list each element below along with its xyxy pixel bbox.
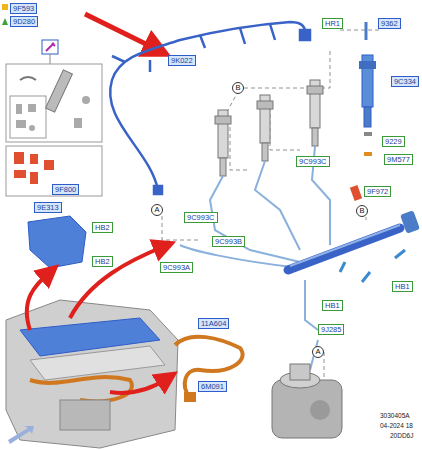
callout-number: A	[154, 205, 159, 214]
callout-box: HB1	[392, 281, 413, 292]
marker-triangle	[2, 18, 8, 25]
callout-box: 9J285	[318, 324, 344, 335]
callout-number: HB1	[325, 301, 340, 310]
assembly-line	[162, 30, 380, 400]
callout-box: 9M577	[384, 154, 413, 165]
marker-square	[2, 4, 8, 10]
drawing-code: 20DD6J	[390, 432, 413, 440]
callout-box: 9E313	[34, 202, 62, 213]
reference-circle: B	[356, 205, 368, 217]
tool-icon	[42, 40, 58, 54]
callout-number: B	[235, 83, 240, 92]
drawing-code: 3030405A	[380, 412, 410, 420]
callout-number: HB1	[395, 282, 410, 291]
fuel-rail	[288, 185, 420, 282]
callout-number: HB2	[95, 223, 110, 232]
callout-number: 9E313	[37, 203, 59, 212]
reference-circle: A	[312, 346, 324, 358]
callout-box: 9F593	[10, 3, 37, 14]
callout-number: 9C993C	[187, 213, 215, 222]
callout-number: 9D280	[13, 17, 35, 26]
callout-box: 6M091	[198, 381, 227, 392]
callout-number: 9C993A	[163, 263, 190, 272]
callout-box: 9F972	[364, 186, 391, 197]
callout-number: A	[315, 347, 320, 356]
glow-harness	[184, 392, 196, 402]
callout-number: 9C993B	[215, 237, 242, 246]
pointer-arrow	[85, 14, 158, 50]
callout-box: 11A604	[198, 318, 229, 329]
engine	[6, 300, 178, 448]
callout-number: 9C993C	[299, 157, 327, 166]
callout-number: 9F593	[13, 4, 34, 13]
callout-number: 9229	[385, 137, 402, 146]
callout-box: 9C334	[391, 76, 419, 87]
callout-box: 9C993A	[160, 262, 193, 273]
callout-box: HB1	[322, 300, 343, 311]
reference-circle: B	[232, 82, 244, 94]
callout-box: HB2	[92, 256, 113, 267]
bracket	[28, 216, 86, 268]
reference-circle: A	[151, 204, 163, 216]
callout-box: 9F800	[52, 184, 79, 195]
callout-box: HR1	[322, 18, 343, 29]
drawing-code: 04-2024 18	[380, 422, 413, 430]
kit-panel	[6, 54, 102, 142]
callout-box: 9229	[382, 136, 405, 147]
glow-harness	[175, 337, 243, 398]
callout-number: 9F972	[367, 187, 388, 196]
callout-number: 9J285	[321, 325, 341, 334]
callout-box: 9D280	[10, 16, 38, 27]
callout-box: 9K022	[168, 55, 196, 66]
callout-number: 9362	[381, 19, 398, 28]
callout-number: B	[359, 206, 364, 215]
tool-icon	[46, 43, 55, 51]
callout-number: 9K022	[171, 56, 193, 65]
callout-number: 11A604	[201, 319, 226, 328]
seal-kit	[6, 146, 102, 196]
callout-box: 9C993C	[296, 156, 330, 167]
high-pressure-pump	[272, 364, 342, 438]
callout-number: 9C334	[394, 77, 416, 86]
callout-number: 9F800	[55, 185, 76, 194]
callout-number: HB2	[95, 257, 110, 266]
callout-box: 9C993C	[184, 212, 218, 223]
callout-box: 9C993B	[212, 236, 245, 247]
callout-box: HB2	[92, 222, 113, 233]
callout-number: 9M577	[387, 155, 410, 164]
pointer-arrow	[27, 246, 168, 393]
callout-box: 9362	[378, 18, 401, 29]
view-arrow	[8, 426, 34, 444]
callout-number: HR1	[325, 19, 340, 28]
callout-number: 6M091	[201, 382, 224, 391]
injector-harness	[110, 22, 310, 194]
injector	[215, 22, 376, 176]
